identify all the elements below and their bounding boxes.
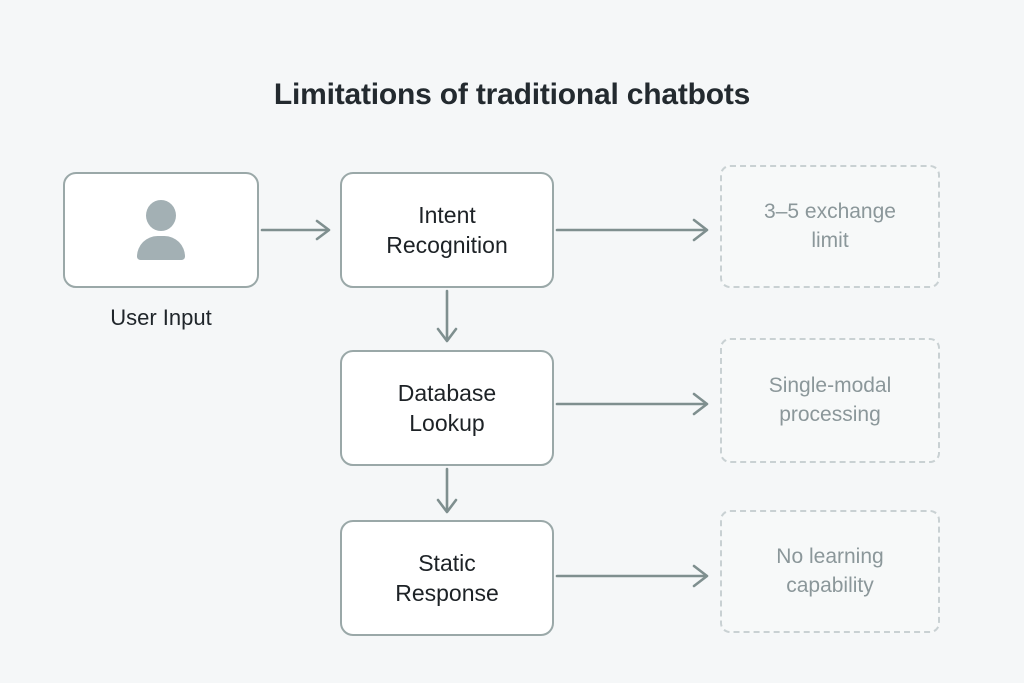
connector-intent-to-exchange-limit (555, 218, 709, 242)
page-title: Limitations of traditional chatbots (273, 78, 751, 111)
user-input-label: User Input (110, 305, 212, 330)
limitation-exchange-limit[interactable]: 3–5 exchange limit (720, 165, 940, 288)
node-database-lookup[interactable]: Database Lookup (340, 350, 554, 466)
connector-database-to-static (436, 467, 458, 514)
limitation-single-modal-label: Single-modal processing (768, 373, 892, 426)
person-body-shape (137, 236, 185, 260)
connector-intent-to-database (436, 289, 458, 343)
node-intent-recognition-label: Intent Recognition (386, 201, 508, 258)
limitation-no-learning-label: No learning capability (776, 544, 884, 597)
user-person-icon (133, 200, 189, 260)
limitation-no-learning[interactable]: No learning capability (720, 510, 940, 633)
limitation-exchange-limit-label: 3–5 exchange limit (764, 199, 896, 252)
person-head-shape (146, 200, 176, 231)
limitation-single-modal[interactable]: Single-modal processing (720, 338, 940, 463)
node-intent-recognition[interactable]: Intent Recognition (340, 172, 554, 288)
node-static-response[interactable]: Static Response (340, 520, 554, 636)
node-user-input[interactable] (63, 172, 259, 288)
node-static-response-label: Static Response (395, 549, 499, 606)
connector-user-input-to-intent (260, 219, 331, 241)
connector-database-to-single-modal (555, 392, 709, 416)
connector-static-to-no-learning (555, 564, 709, 588)
node-database-lookup-label: Database Lookup (397, 379, 497, 436)
